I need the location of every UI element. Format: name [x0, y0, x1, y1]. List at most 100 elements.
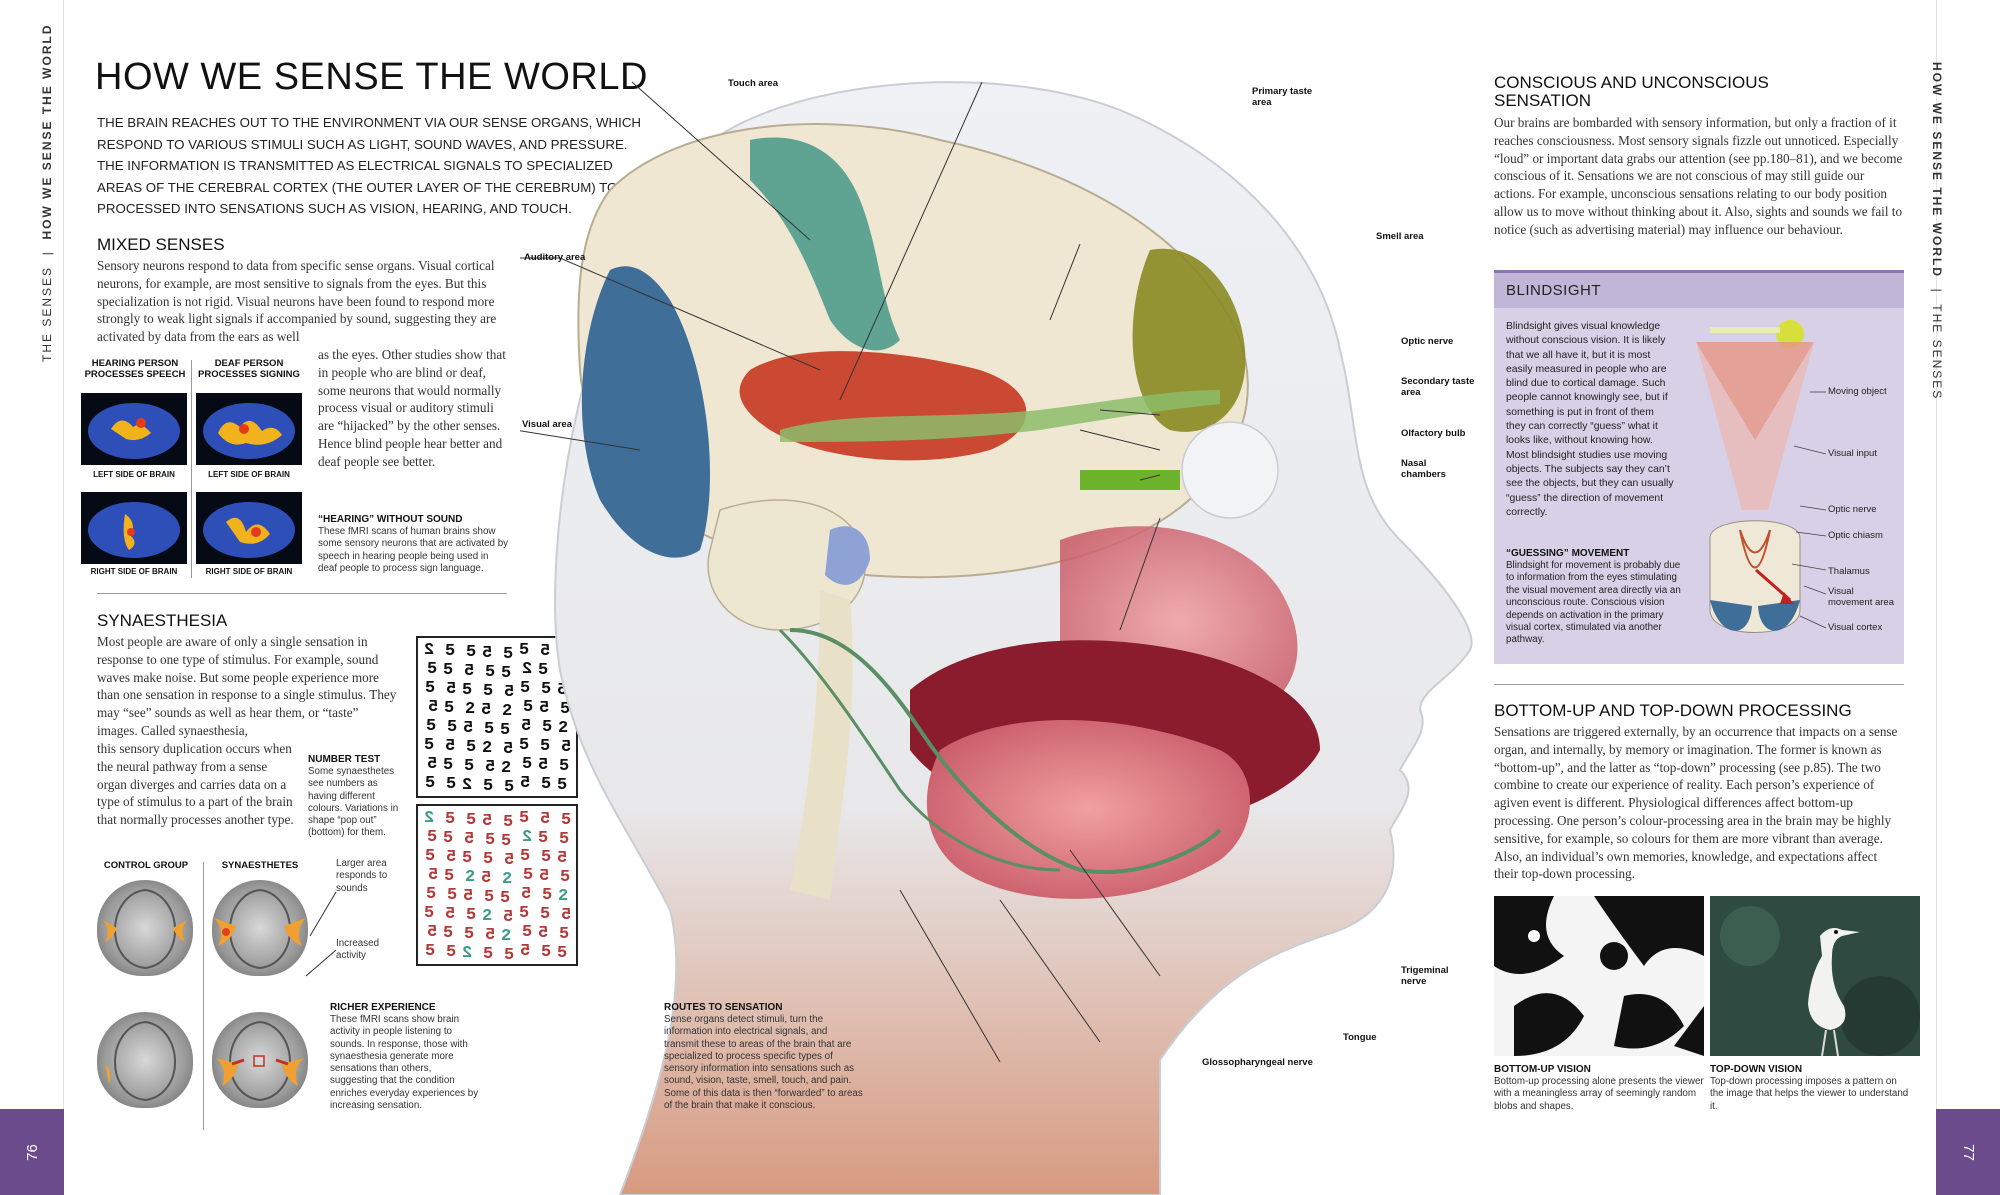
number-glyph-5: 5 — [503, 908, 514, 927]
fmri-scan-deaf-right — [196, 492, 302, 564]
guessing-movement-body: Blindsight for movement is probably due … — [1506, 560, 1681, 646]
blindsight-diagram — [1696, 320, 1814, 633]
col-label-control: CONTROL GROUP — [103, 860, 189, 871]
number-glyph-5: 5 — [447, 886, 458, 905]
number-glyph-5: 5 — [483, 945, 494, 964]
label-visual-cortex: Visual cortex — [1828, 622, 1883, 633]
number-glyph-2: 2 — [501, 759, 512, 778]
number-test-heading: NUMBER TEST — [308, 754, 381, 765]
number-glyph-5: 5 — [464, 925, 475, 944]
number-test-body: Some synaesthetes see numbers as having … — [308, 766, 399, 839]
number-glyph-5: 5 — [485, 663, 496, 682]
number-glyph-5: 5 — [541, 775, 552, 794]
label-visual-input: Visual input — [1828, 448, 1877, 459]
col-label-deaf: DEAF PERSON PROCESSES SIGNING — [198, 358, 300, 380]
number-glyph-5: 5 — [484, 720, 495, 739]
number-glyph-5: 5 — [444, 699, 455, 718]
synaesthesia-heading: SYNAESTHESIA — [97, 611, 228, 630]
number-glyph-5: 5 — [446, 680, 457, 699]
right-section-divider — [1494, 684, 1904, 685]
number-glyph-5: 5 — [519, 904, 530, 923]
number-glyph-5: 5 — [462, 849, 473, 868]
number-glyph-5: 5 — [484, 888, 495, 907]
guessing-movement-heading: “GUESSING” MOVEMENT — [1506, 548, 1630, 559]
number-glyph-2: 2 — [502, 870, 513, 889]
number-glyph-5: 5 — [481, 701, 492, 720]
scan-label-2: LEFT SIDE OF BRAIN — [208, 470, 290, 479]
number-glyph-5: 5 — [425, 847, 436, 866]
label-glossopharyngeal-nerve: Glossopharyngeal nerve — [1202, 1057, 1313, 1068]
number-glyph-5: 5 — [445, 810, 456, 829]
number-glyph-5: 5 — [540, 905, 551, 924]
annotation-larger-area: Larger area responds to sounds — [336, 858, 388, 894]
number-glyph-5: 5 — [522, 923, 533, 942]
number-glyph-5: 5 — [481, 869, 492, 888]
eyeball — [1181, 421, 1279, 519]
number-glyph-5: 5 — [428, 698, 439, 717]
glossopharyngeal-nerve-path — [789, 628, 1222, 874]
running-head-right: HOW WE SENSE THE WORLD | THE SENSES — [1930, 62, 1944, 401]
bottom-up-vision-caption: BOTTOM-UP VISION Bottom-up processing al… — [1494, 1064, 1704, 1113]
fmri-scan-hearing-right — [81, 492, 187, 564]
routes-to-sensation-caption: ROUTES TO SENSATION Sense organs detect … — [664, 1002, 864, 1112]
touch-area — [750, 137, 900, 351]
number-glyph-5: 5 — [560, 868, 571, 887]
number-glyph-5: 5 — [541, 680, 552, 699]
number-glyph-5: 5 — [443, 756, 454, 775]
number-glyph-5: 5 — [425, 774, 436, 793]
scan-synaesthete-bottom — [212, 1012, 308, 1108]
number-glyph-5: 5 — [561, 811, 572, 830]
richer-experience-caption: RICHER EXPERIENCE These fMRI scans show … — [330, 1002, 480, 1112]
label-optic-chiasm: Optic chiasm — [1828, 530, 1883, 541]
number-glyph-5: 5 — [559, 925, 570, 944]
conscious-body: Our brains are bombarded with sensory in… — [1494, 115, 1903, 237]
left-margin-strip — [0, 0, 64, 1195]
label-optic-nerve: Optic nerve — [1401, 336, 1454, 347]
moving-object-icon — [1776, 320, 1804, 348]
label-visual-movement-area: Visual movement area — [1828, 586, 1895, 608]
number-glyph-5: 5 — [427, 923, 438, 942]
number-glyph-5: 5 — [427, 755, 438, 774]
scan-control-bottom — [97, 1012, 193, 1108]
bottom-up-vision-body: Bottom-up processing alone presents the … — [1494, 1076, 1704, 1112]
number-glyph-5: 5 — [504, 851, 515, 870]
number-glyph-5: 5 — [482, 812, 493, 831]
number-glyph-5: 5 — [500, 721, 511, 740]
number-glyph-5: 5 — [485, 831, 496, 850]
synaesthesia-body: Most people are aware of only a single s… — [97, 634, 397, 738]
annotation-leader-lines — [305, 891, 337, 977]
olfactory-bulb — [1080, 470, 1180, 490]
label-smell-area: Smell area — [1376, 231, 1424, 242]
number-glyph-2: 2 — [482, 907, 493, 926]
scan-label-1: LEFT SIDE OF BRAIN — [93, 470, 175, 479]
number-glyph-5: 5 — [445, 905, 456, 924]
label-olfactory-bulb: Olfactory bulb — [1401, 428, 1466, 439]
number-glyph-5: 5 — [443, 829, 454, 848]
number-glyph-5: 5 — [520, 847, 531, 866]
number-glyph-2: 2 — [462, 776, 473, 795]
number-glyph-5: 5 — [464, 757, 475, 776]
number-glyph-5: 5 — [445, 737, 456, 756]
brainstem-area — [825, 526, 870, 585]
scan-column-divider — [203, 862, 204, 1130]
number-test-caption: NUMBER TEST Some synaesthetes see number… — [308, 754, 400, 840]
number-glyph-5: 5 — [522, 755, 533, 774]
scan-synaesthete-top — [212, 880, 308, 976]
number-glyph-5: 5 — [466, 738, 477, 757]
top-down-vision-image — [1710, 896, 1920, 1056]
caption-heading: “HEARING” WITHOUT SOUND — [318, 514, 463, 525]
top-down-vision-heading: TOP-DOWN VISION — [1710, 1064, 1803, 1075]
number-glyph-5: 5 — [427, 828, 438, 847]
number-glyph-5: 5 — [503, 813, 514, 832]
fmri-scan-deaf-left — [196, 393, 302, 465]
number-glyph-2: 2 — [424, 809, 435, 828]
number-glyph-5: 5 — [519, 641, 530, 660]
blindsight-leader-lines — [1791, 391, 1827, 629]
number-glyph-5: 5 — [425, 679, 436, 698]
number-glyph-5: 5 — [485, 758, 496, 777]
number-glyph-5: 5 — [504, 683, 515, 702]
blindsight-panel: BLINDSIGHT Blindsight gives visual knowl… — [1494, 270, 1904, 664]
number-glyph-5: 5 — [428, 866, 439, 885]
mixed-senses-body: Sensory neurons respond to data from spe… — [97, 258, 497, 345]
taste-pathway — [780, 390, 1220, 442]
